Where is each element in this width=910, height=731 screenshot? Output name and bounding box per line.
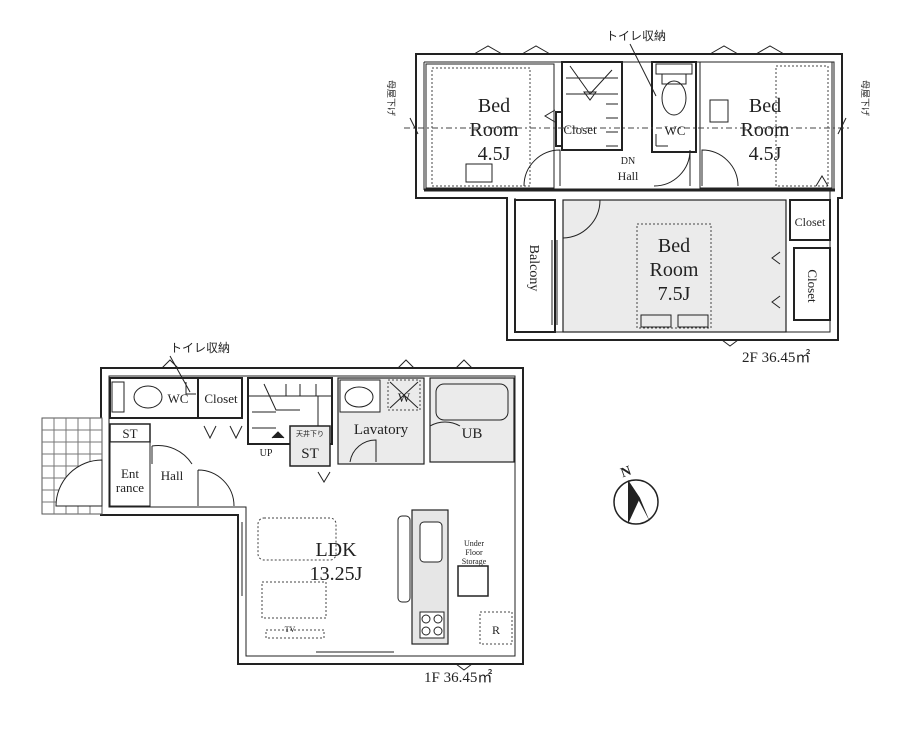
entrance-label-2: rance [116, 480, 144, 495]
fridge-label: R [492, 623, 500, 637]
closet-1f-label: Closet [204, 391, 238, 406]
closet-left-label: Closet [563, 122, 597, 137]
wc-1f-label: WC [168, 391, 189, 406]
bedroom-left [425, 63, 555, 189]
bed-left-size: 4.5J [478, 143, 511, 165]
first-floor-labels: トイレ収納 WC Closet ST Ent rance Hall UP 天井下… [116, 341, 500, 686]
tv-stand [265, 629, 325, 639]
entrance-label-1: Ent [121, 466, 139, 481]
bed-left-label-2: Room [470, 119, 519, 141]
balcony-label: Balcony [526, 245, 541, 292]
st-entrance-label: ST [122, 426, 137, 441]
bed-main-label-1: Bed [658, 235, 690, 257]
toilet-storage-2f-label: トイレ収納 [606, 29, 666, 43]
first-floor [41, 355, 524, 671]
stairs-2f [561, 61, 623, 151]
washer-label: W [398, 390, 411, 405]
up-label: UP [260, 448, 273, 459]
kitchen [397, 509, 513, 645]
bed-left-label-1: Bed [478, 95, 510, 117]
entrance [109, 441, 151, 507]
st-stair-label: ST [301, 446, 319, 462]
closet-right [793, 247, 831, 321]
ub-label: UB [462, 426, 483, 442]
bed-main-size: 7.5J [658, 283, 691, 305]
under-floor-label-2: Floor [465, 548, 483, 557]
compass-north-label: N [619, 464, 634, 482]
under-floor-label-3: Storage [462, 557, 487, 566]
closet-1f [197, 377, 243, 419]
ldk-size: 13.25J [310, 563, 363, 585]
compass: N [613, 464, 659, 525]
dining-table [261, 581, 327, 619]
bed-right-size: 4.5J [749, 143, 782, 165]
hall-1f-label: Hall [161, 468, 184, 483]
balcony [514, 199, 556, 333]
entrance-porch [41, 417, 103, 515]
bed-main-label-2: Room [650, 259, 699, 281]
closet-right-label: Closet [805, 269, 820, 303]
lavatory-label: Lavatory [354, 422, 409, 438]
bedroom-main [562, 199, 787, 333]
second-floor-labels: Bed Room 4.5J Closet WC トイレ収納 Bed Room 4… [385, 29, 870, 366]
bed-right-label-1: Bed [749, 95, 781, 117]
toilet-storage-1f-label: トイレ収納 [170, 341, 230, 355]
under-floor-storage [457, 565, 489, 597]
wc-1f [109, 377, 199, 419]
sofa [257, 517, 337, 561]
eaves-left-label: 母屋下げ [385, 80, 396, 116]
second-floor [404, 43, 850, 347]
first-floor-area: 1F 36.45㎡ [424, 669, 492, 686]
hall-2f-label: Hall [618, 169, 639, 183]
bedroom-right [699, 61, 833, 189]
st-stair-note: 天井下り [296, 429, 324, 438]
closet-upper-right [789, 199, 831, 241]
st-stair [289, 425, 331, 467]
eaves-right-label: 母屋下げ [859, 80, 870, 116]
fridge [479, 611, 513, 645]
bed-right-label-2: Room [741, 119, 790, 141]
second-floor-area: 2F 36.45㎡ [742, 349, 810, 366]
tv-label: TV [285, 625, 296, 634]
dn-label: DN [621, 156, 635, 167]
closet-upper-right-label: Closet [795, 215, 826, 229]
wc-2f [651, 61, 697, 153]
under-floor-label-1: Under [464, 539, 484, 548]
ldk-label: LDK [315, 539, 357, 561]
wc-2f-label: WC [665, 123, 686, 138]
